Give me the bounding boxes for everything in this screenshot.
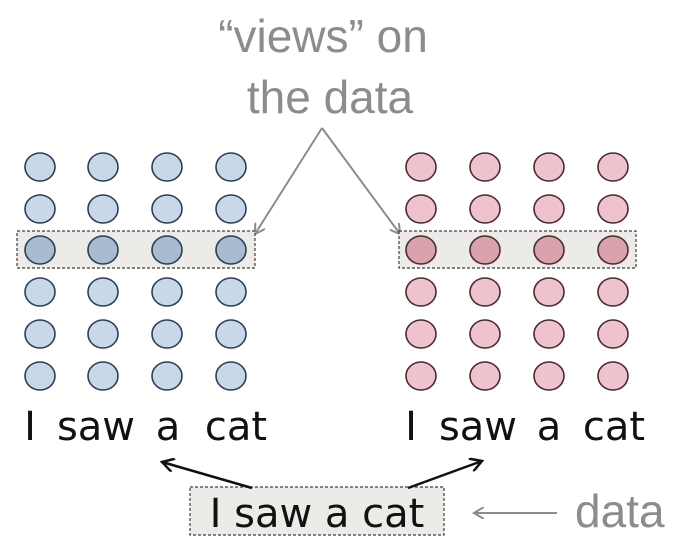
view-right-word-1: I [405,404,417,450]
view-right-neuron-r2-c1 [405,194,437,224]
view-right-neuron-r6-c4 [597,361,629,391]
view-right-neuron-r6-c3 [533,361,565,391]
view-right-word-2: saw [439,404,517,450]
view-left-neuron-r4-c4 [215,277,247,307]
view-left-neuron-r5-c2 [87,319,119,349]
view-left-word-3: a [156,404,181,450]
view-right-neuron-r3-c4 [597,235,629,265]
view-right-neuron-r4-c2 [469,277,501,307]
view-right-words: I saw a cat [405,404,645,450]
view-left-neuron-r1-c1 [24,152,56,182]
view-right-neuron-r3-c3 [533,235,565,265]
view-left-grid [24,152,247,391]
view-right: I saw a cat [398,152,645,450]
views-title-line-2: the data [247,71,414,123]
view-right-neuron-r6-c2 [469,361,501,391]
view-left-neuron-r1-c2 [87,152,119,182]
view-right-neuron-r3-c2 [469,235,501,265]
data-sentence: I saw a cat [210,491,425,537]
view-left-neuron-r1-c4 [215,152,247,182]
view-right-neuron-r1-c2 [469,152,501,182]
view-right-neuron-r6-c1 [405,361,437,391]
view-left-neuron-r5-c1 [24,319,56,349]
view-right-neuron-r4-c1 [405,277,437,307]
view-left-neuron-r6-c3 [151,361,183,391]
arrow-data-to-right-view [407,461,482,490]
view-left-neuron-r1-c3 [151,152,183,182]
view-left-neuron-r5-c4 [215,319,247,349]
view-right-highlight-box [398,230,637,269]
arrow-data-to-left-view [162,462,253,490]
view-right-neuron-r5-c2 [469,319,501,349]
view-left-neuron-r4-c2 [87,277,119,307]
view-left-neuron-r2-c3 [151,194,183,224]
view-left-neuron-r2-c4 [215,194,247,224]
view-left-neuron-r6-c1 [24,361,56,391]
view-left-word-2: saw [57,404,135,450]
view-right-grid [405,152,629,391]
view-right-neuron-r2-c4 [597,194,629,224]
arrow-title-to-right-view [321,127,400,234]
arrow-title-to-left-view [255,127,323,234]
view-right-neuron-r2-c2 [469,194,501,224]
view-left-neuron-r6-c4 [215,361,247,391]
view-right-word-4: cat [583,404,645,450]
view-left-neuron-r6-c2 [87,361,119,391]
data-label: data [575,485,665,537]
view-right-neuron-r3-c1 [405,235,437,265]
view-left-neuron-r2-c2 [87,194,119,224]
view-left-neuron-r4-c3 [151,277,183,307]
view-left-neuron-r3-c4 [215,235,247,265]
views-title-line-1: “views” on [218,10,428,62]
view-right-neuron-r5-c1 [405,319,437,349]
view-right-neuron-r1-c4 [597,152,629,182]
view-left-words: I saw a cat [24,404,267,450]
view-left-neuron-r3-c2 [87,235,119,265]
view-left: I saw a cat [16,152,267,450]
data-box [189,486,445,536]
view-right-word-3: a [537,404,562,450]
view-right-neuron-r4-c3 [533,277,565,307]
view-right-neuron-r2-c3 [533,194,565,224]
view-right-neuron-r1-c3 [533,152,565,182]
view-right-neuron-r1-c1 [405,152,437,182]
view-left-neuron-r3-c3 [151,235,183,265]
view-left-neuron-r2-c1 [24,194,56,224]
view-right-neuron-r5-c4 [597,319,629,349]
view-left-word-1: I [24,404,36,450]
view-left-neuron-r3-c1 [24,235,56,265]
view-right-neuron-r4-c4 [597,277,629,307]
view-left-word-4: cat [205,404,267,450]
view-left-neuron-r5-c3 [151,319,183,349]
view-right-neuron-r5-c3 [533,319,565,349]
view-left-neuron-r4-c1 [24,277,56,307]
